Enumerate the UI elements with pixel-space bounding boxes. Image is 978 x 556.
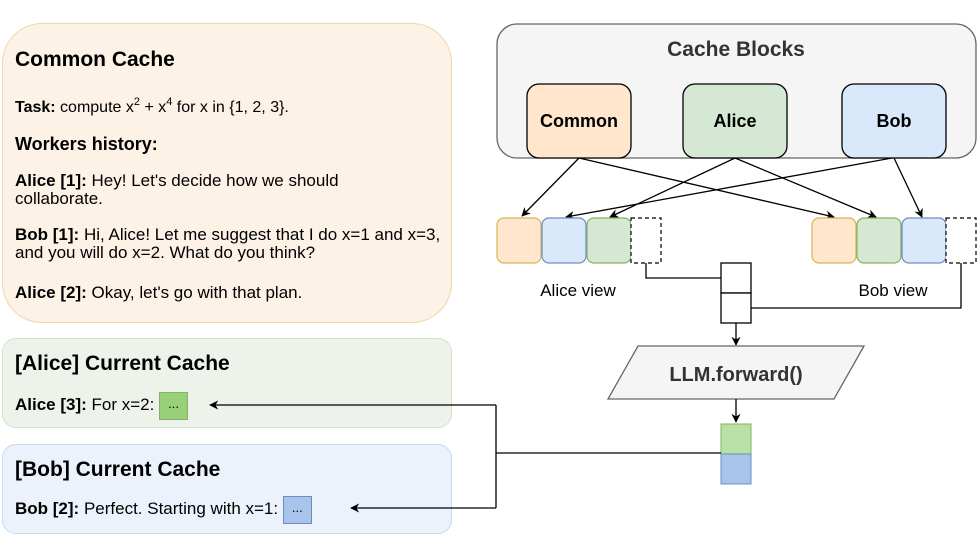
arrow-alice-to-bob-view (734, 157, 877, 219)
batch-slot-alice (720, 262, 752, 294)
task-line: Task: compute x2 + x4 for x in {1, 2, 3}… (15, 96, 445, 117)
arrow-bob-to-alice-view (565, 157, 893, 221)
message-speaker: Alice [1]: (15, 171, 87, 190)
task-exponent-1: 2 (133, 96, 140, 108)
history-message: Bob [1]: Hi, Alice! Let me suggest that … (15, 226, 445, 262)
connector-alice-slot-to-batch (645, 263, 721, 279)
alice-view-label: Alice view (540, 281, 616, 300)
history-message: Alice [2]: Okay, let's go with that plan… (15, 284, 445, 302)
llm-forward-label: LLM.forward() (669, 364, 802, 386)
bob-view-cell-alice (856, 217, 902, 264)
message-speaker: Alice [3]: (15, 395, 87, 414)
batch-slot-bob (720, 292, 752, 324)
alice-view-cell-common (496, 217, 542, 264)
bob-view-empty-slot (945, 217, 977, 264)
alice-current-cache-panel: [Alice] Current Cache Alice [3]: For x=2… (2, 338, 452, 428)
alice-current-message: Alice [3]: For x=2: ... (15, 391, 445, 420)
message-text: Okay, let's go with that plan. (86, 283, 303, 302)
bob-view-cell-bob (901, 217, 947, 264)
message-text: Perfect. Starting with x=1: (79, 499, 283, 518)
task-exponent-2: 4 (166, 96, 173, 108)
alice-view-empty-slot (630, 217, 662, 264)
output-token-alice (720, 423, 752, 455)
bob-view-cell-common (811, 217, 857, 264)
bob-pending-token-cell: ... (282, 495, 312, 524)
message-text: Hey! Let's decide how we should collabor… (15, 171, 339, 208)
arrow-alice-to-alice-view (609, 157, 736, 218)
workers-history-label: Workers history: (15, 134, 158, 154)
message-speaker: Bob [2]: (15, 499, 80, 518)
message-speaker: Alice [2]: (15, 283, 87, 302)
alice-view-cell-bob (541, 217, 587, 264)
bob-view-label: Bob view (859, 281, 929, 300)
llm-forward-node (606, 345, 866, 400)
cache-blocks-title: Cache Blocks (667, 38, 805, 61)
alice-cache-title: [Alice] Current Cache (15, 352, 230, 375)
arrow-bob-to-bob-view (893, 157, 923, 218)
task-text-3: for x in {1, 2, 3}. (172, 99, 289, 116)
task-text-2: + x (140, 99, 167, 116)
message-text: For x=2: (86, 395, 160, 414)
connector-bob-slot-to-batch (751, 263, 962, 309)
arrow-common-to-alice-view (521, 157, 580, 217)
common-cache-title: Common Cache (15, 48, 175, 71)
history-message: Alice [1]: Hey! Let's decide how we shou… (15, 172, 385, 208)
message-speaker: Bob [1]: (15, 225, 80, 244)
cache-block-label: Bob (877, 111, 912, 131)
bob-current-cache-panel: [Bob] Current Cache Bob [2]: Perfect. St… (2, 444, 452, 534)
arrow-common-to-bob-view (578, 157, 835, 220)
task-text-1: compute x (55, 99, 134, 116)
alice-pending-token-cell: ... (159, 391, 189, 420)
cache-block-label: Alice (713, 111, 756, 131)
message-text: Hi, Alice! Let me suggest that I do x=1 … (15, 225, 441, 262)
bob-cache-title: [Bob] Current Cache (15, 458, 221, 481)
task-label: Task: (15, 99, 56, 116)
cache-block-label: Common (540, 111, 618, 131)
bob-current-message: Bob [2]: Perfect. Starting with x=1: ... (15, 495, 445, 524)
alice-view-cell-alice (586, 217, 632, 264)
output-token-bob (720, 453, 752, 485)
common-cache-panel: Common Cache Task: compute x2 + x4 for x… (2, 23, 452, 323)
